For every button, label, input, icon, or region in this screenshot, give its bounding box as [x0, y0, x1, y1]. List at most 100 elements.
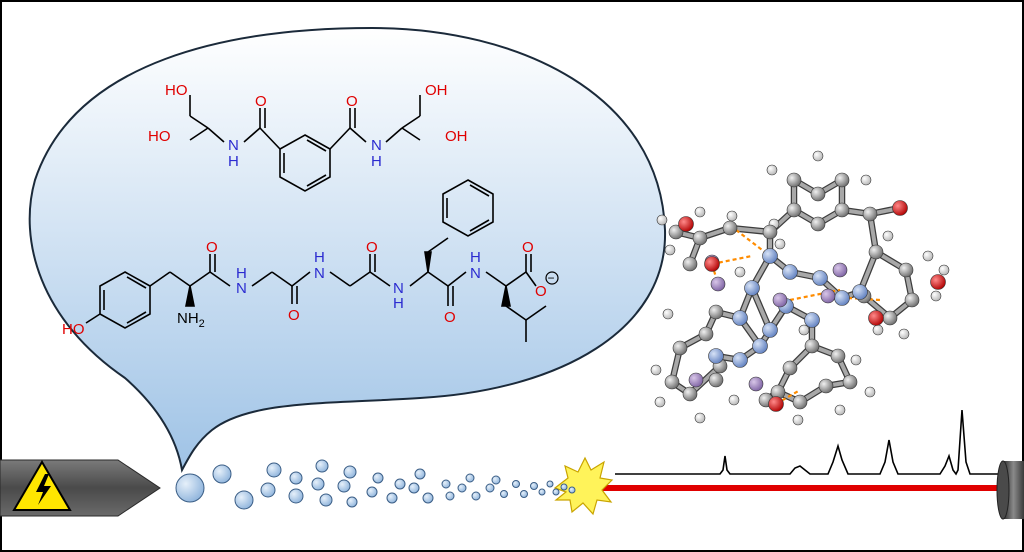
model-hydrogen-atom [882, 230, 894, 242]
atom-hydrogen: H [393, 295, 404, 312]
model-hydrogen-atom [694, 206, 706, 218]
model-hydrogen-atom [850, 354, 862, 366]
atom-oxygen: O [255, 93, 267, 110]
atom-oxygen: O [522, 239, 534, 256]
model-hydrogen-atom [798, 324, 810, 336]
model-carbon-atom [792, 394, 808, 410]
droplet [465, 473, 475, 483]
droplet [212, 464, 232, 484]
model-hydrogen-atom [860, 174, 872, 186]
model-oxygen-atom [892, 200, 908, 216]
model-peptide-atom [732, 352, 748, 368]
model-carbon-atom [762, 224, 778, 240]
atom-nitrogen: N [470, 265, 481, 282]
droplet [315, 459, 329, 473]
model-carbon-atom [708, 372, 724, 388]
droplet [538, 488, 546, 496]
model-hydrogen-atom [656, 214, 668, 226]
atom-oxygen: O [366, 239, 378, 256]
hydrogen-bond [775, 389, 801, 405]
model-peptide-atom [752, 338, 768, 354]
model-oxygen-atom [678, 216, 694, 232]
droplet [441, 479, 451, 489]
droplet [530, 482, 538, 490]
atom-amine: NH2 [177, 310, 205, 330]
model-carbon-atom [842, 374, 858, 390]
model-carbon-atom [692, 230, 708, 246]
model-carbon-atom [862, 206, 878, 222]
model-nitrogen-atom [748, 376, 764, 392]
model-carbon-atom [882, 310, 898, 326]
model-hydrogen-atom [650, 364, 662, 376]
model-hydrogen-atom [694, 412, 706, 424]
model-oxygen-atom [868, 310, 884, 326]
model-hydrogen-atom [864, 386, 876, 398]
model-peptide-atom [708, 348, 724, 364]
negative-charge-icon [545, 271, 559, 285]
mass-spectrum-trace [615, 409, 1000, 476]
model-oxygen-atom [930, 274, 946, 290]
droplet [500, 490, 508, 498]
droplet [491, 475, 501, 485]
atom-nitrogen: N [236, 280, 247, 297]
atom-nitrogen: N [393, 280, 404, 297]
bis-amide-molecule [189, 95, 421, 192]
droplet [520, 490, 528, 498]
model-carbon-atom [830, 348, 846, 364]
atom-hydrogen: H [228, 153, 239, 170]
model-hydrogen-atom [898, 328, 910, 340]
atom-oxygen: O [288, 307, 300, 324]
model-nitrogen-atom [688, 372, 704, 388]
model-carbon-atom [868, 244, 884, 260]
model-peptide-atom [732, 310, 748, 326]
model-hydrogen-atom [662, 308, 674, 320]
droplet [337, 479, 351, 493]
model-hydrogen-atom [812, 150, 824, 162]
model-hydrogen-atom [834, 404, 846, 416]
model-carbon-atom [834, 172, 850, 188]
atom-hydrogen: H [371, 153, 382, 170]
model-hydrogen-atom [728, 394, 740, 406]
model-carbon-atom [722, 220, 738, 236]
model-carbon-atom [834, 202, 850, 218]
atom-nitrogen: N [228, 137, 239, 154]
model-carbon-atom [682, 256, 698, 272]
model-carbon-atom [682, 386, 698, 402]
model-hydrogen-atom [938, 264, 950, 276]
model-hydrogen-atom [872, 324, 884, 336]
model-hydrogen-atom [766, 164, 778, 176]
model-carbon-atom [672, 340, 688, 356]
droplet [408, 482, 420, 494]
droplet [422, 492, 434, 504]
model-peptide-atom [782, 264, 798, 280]
droplet [560, 483, 568, 491]
atom-oh: HO [165, 82, 188, 99]
model-hydrogen-atom [792, 414, 804, 426]
model-hydrogen-atom [654, 396, 666, 408]
droplet [289, 471, 303, 485]
droplet [471, 491, 481, 501]
bis-amide-atom-labels: HO HO OH OH N H N H O O [148, 82, 468, 170]
detector-cylinder-icon [996, 460, 1024, 520]
peptide-molecule [85, 179, 547, 342]
droplet [445, 491, 455, 501]
model-nitrogen-atom [772, 292, 788, 308]
ionization-spark-icon [553, 456, 614, 516]
droplet [457, 483, 467, 493]
droplet [346, 496, 358, 508]
model-oxygen-atom [768, 396, 784, 412]
droplet [372, 472, 384, 484]
model-peptide-atom [762, 322, 778, 338]
atom-oh: HO [148, 128, 171, 145]
electrospray-needle [0, 459, 161, 517]
droplet [552, 488, 560, 496]
model-hydrogen-atom [930, 290, 942, 302]
atom-hydrogen: H [236, 265, 247, 282]
droplet [394, 478, 406, 490]
model-carbon-atom [786, 202, 802, 218]
model-peptide-atom [852, 284, 868, 300]
droplet [386, 492, 398, 504]
droplet [234, 490, 254, 510]
